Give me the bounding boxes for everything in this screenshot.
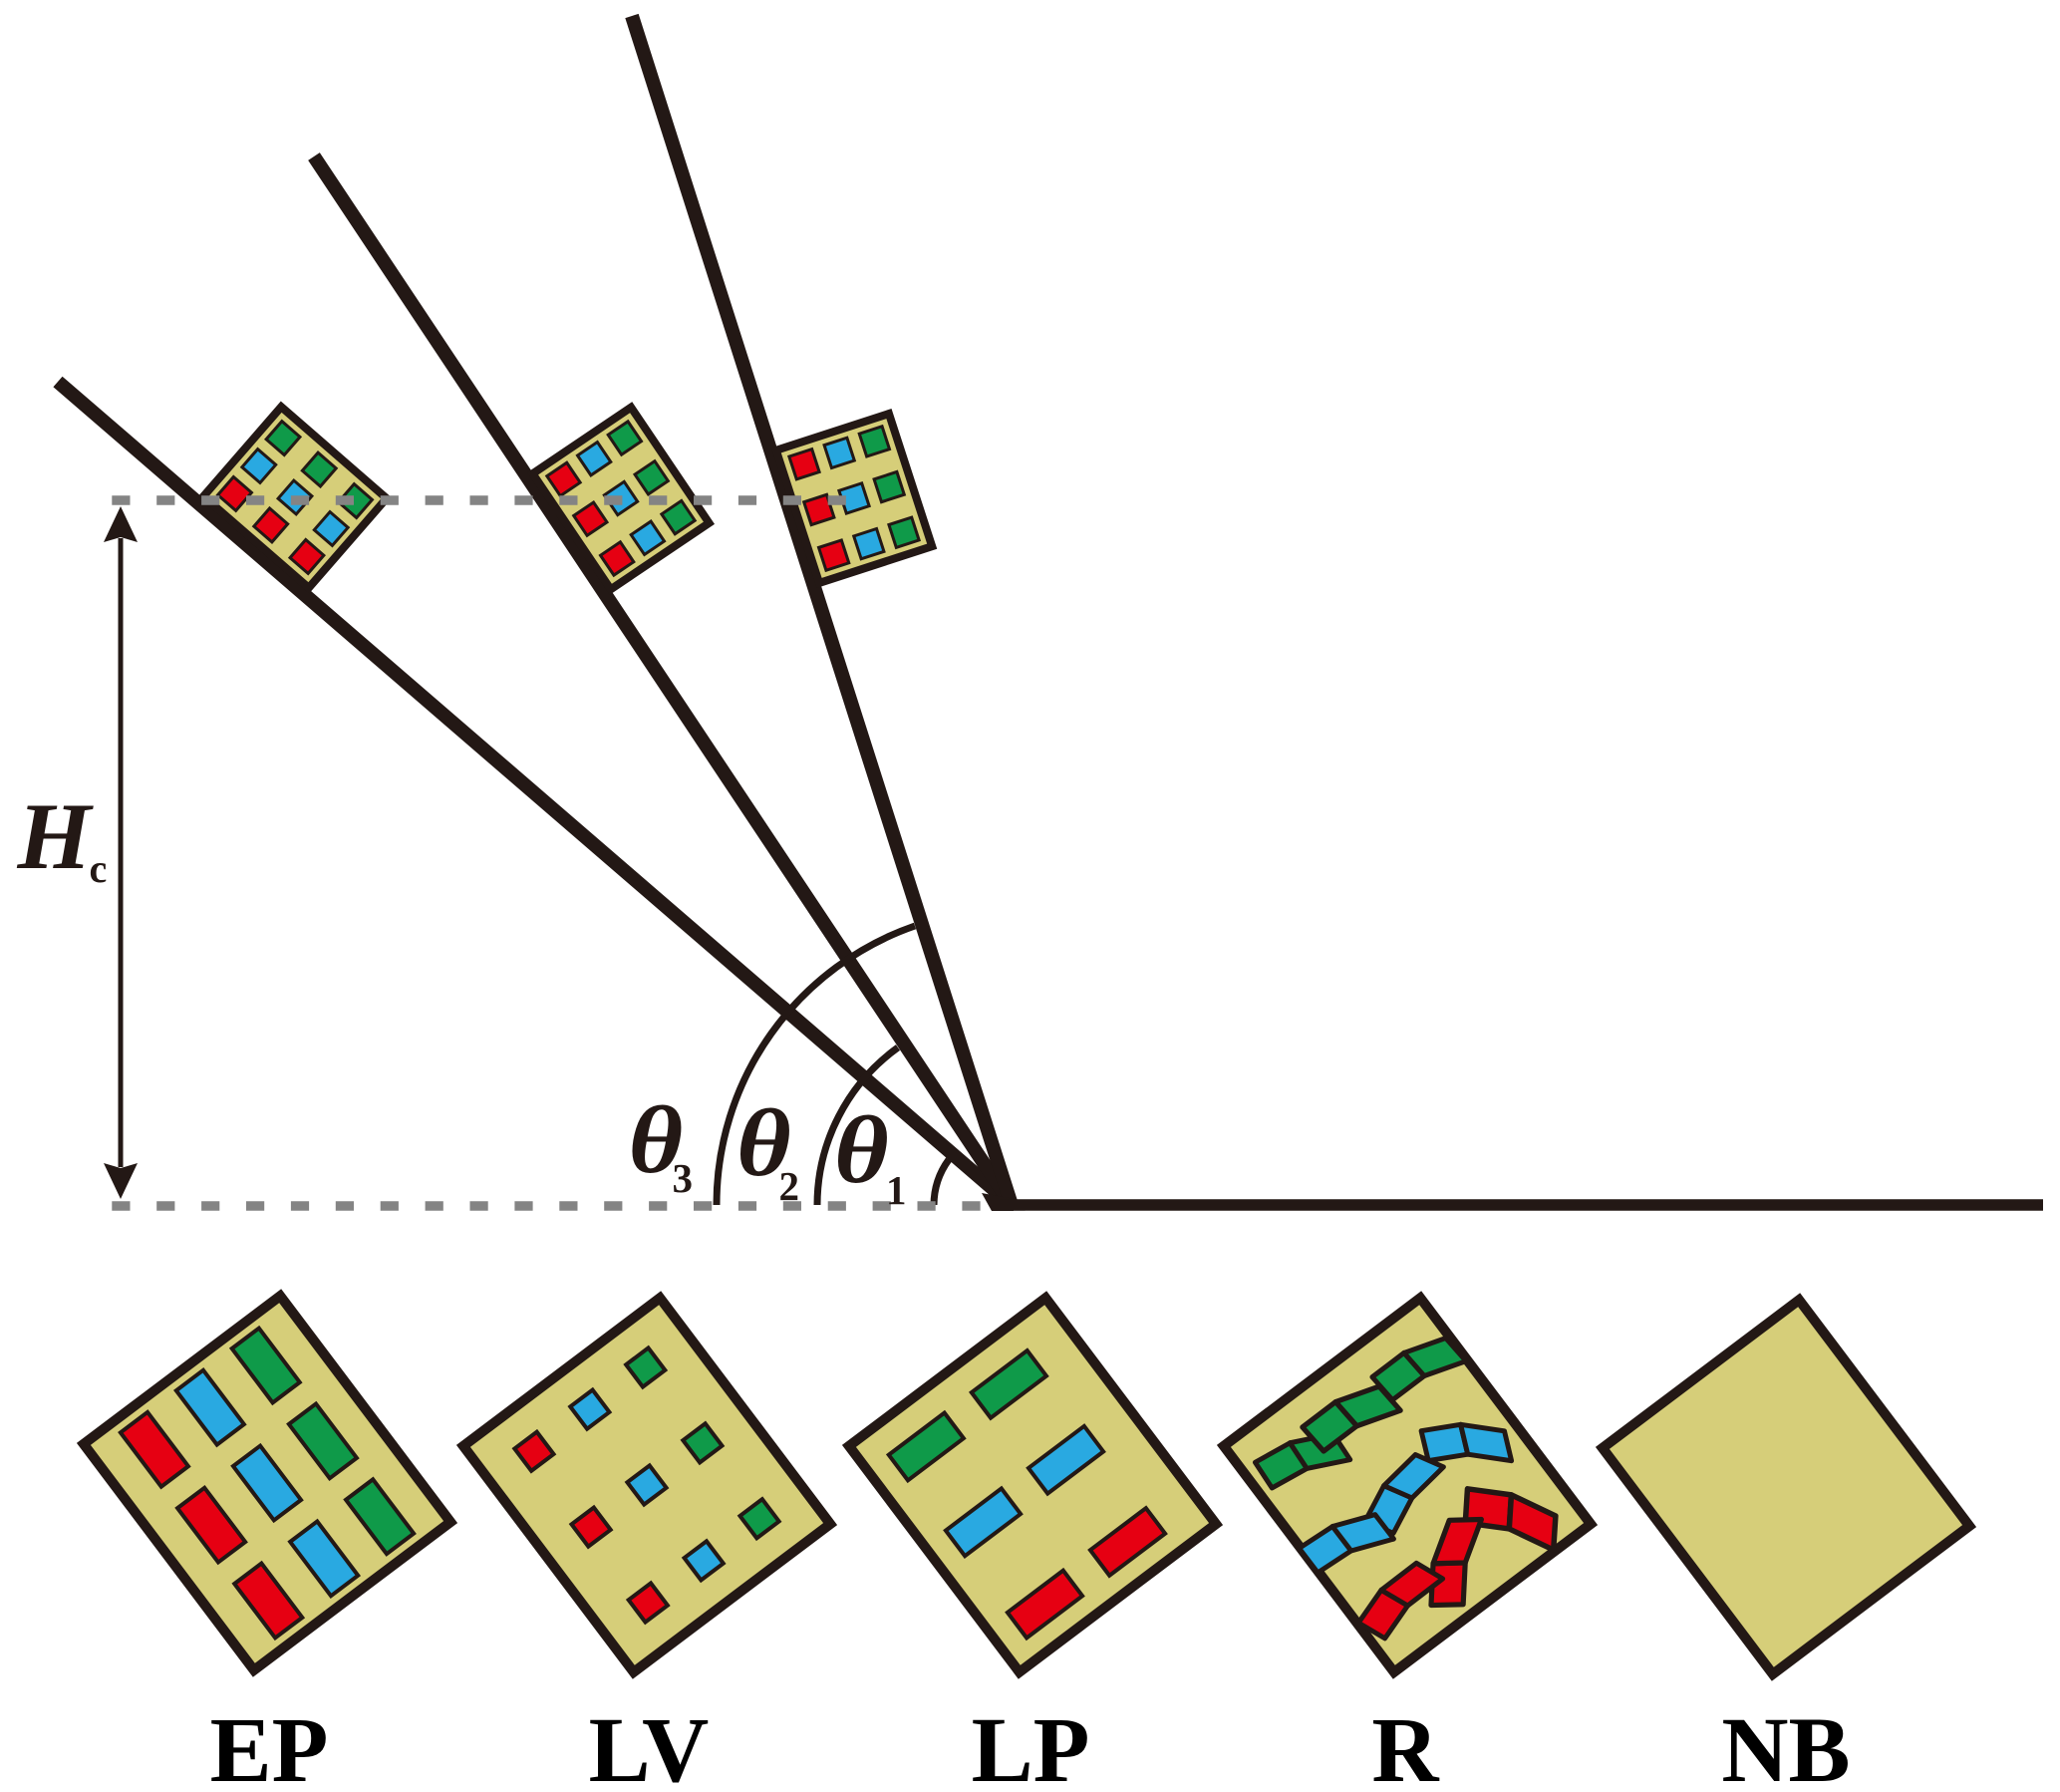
svg-text:3: 3 (673, 1155, 694, 1201)
svg-text:2: 2 (779, 1163, 800, 1209)
svg-text:θ: θ (834, 1096, 889, 1203)
svg-text:NB: NB (1721, 1699, 1850, 1792)
svg-text:R: R (1371, 1699, 1439, 1792)
svg-text:LV: LV (589, 1699, 710, 1792)
svg-text:EP: EP (210, 1699, 329, 1792)
svg-text:H: H (17, 783, 95, 889)
svg-text:θ: θ (629, 1086, 684, 1193)
svg-text:θ: θ (736, 1089, 791, 1196)
svg-text:c: c (90, 846, 108, 891)
svg-text:1: 1 (886, 1167, 907, 1213)
svg-text:LP: LP (972, 1699, 1090, 1792)
